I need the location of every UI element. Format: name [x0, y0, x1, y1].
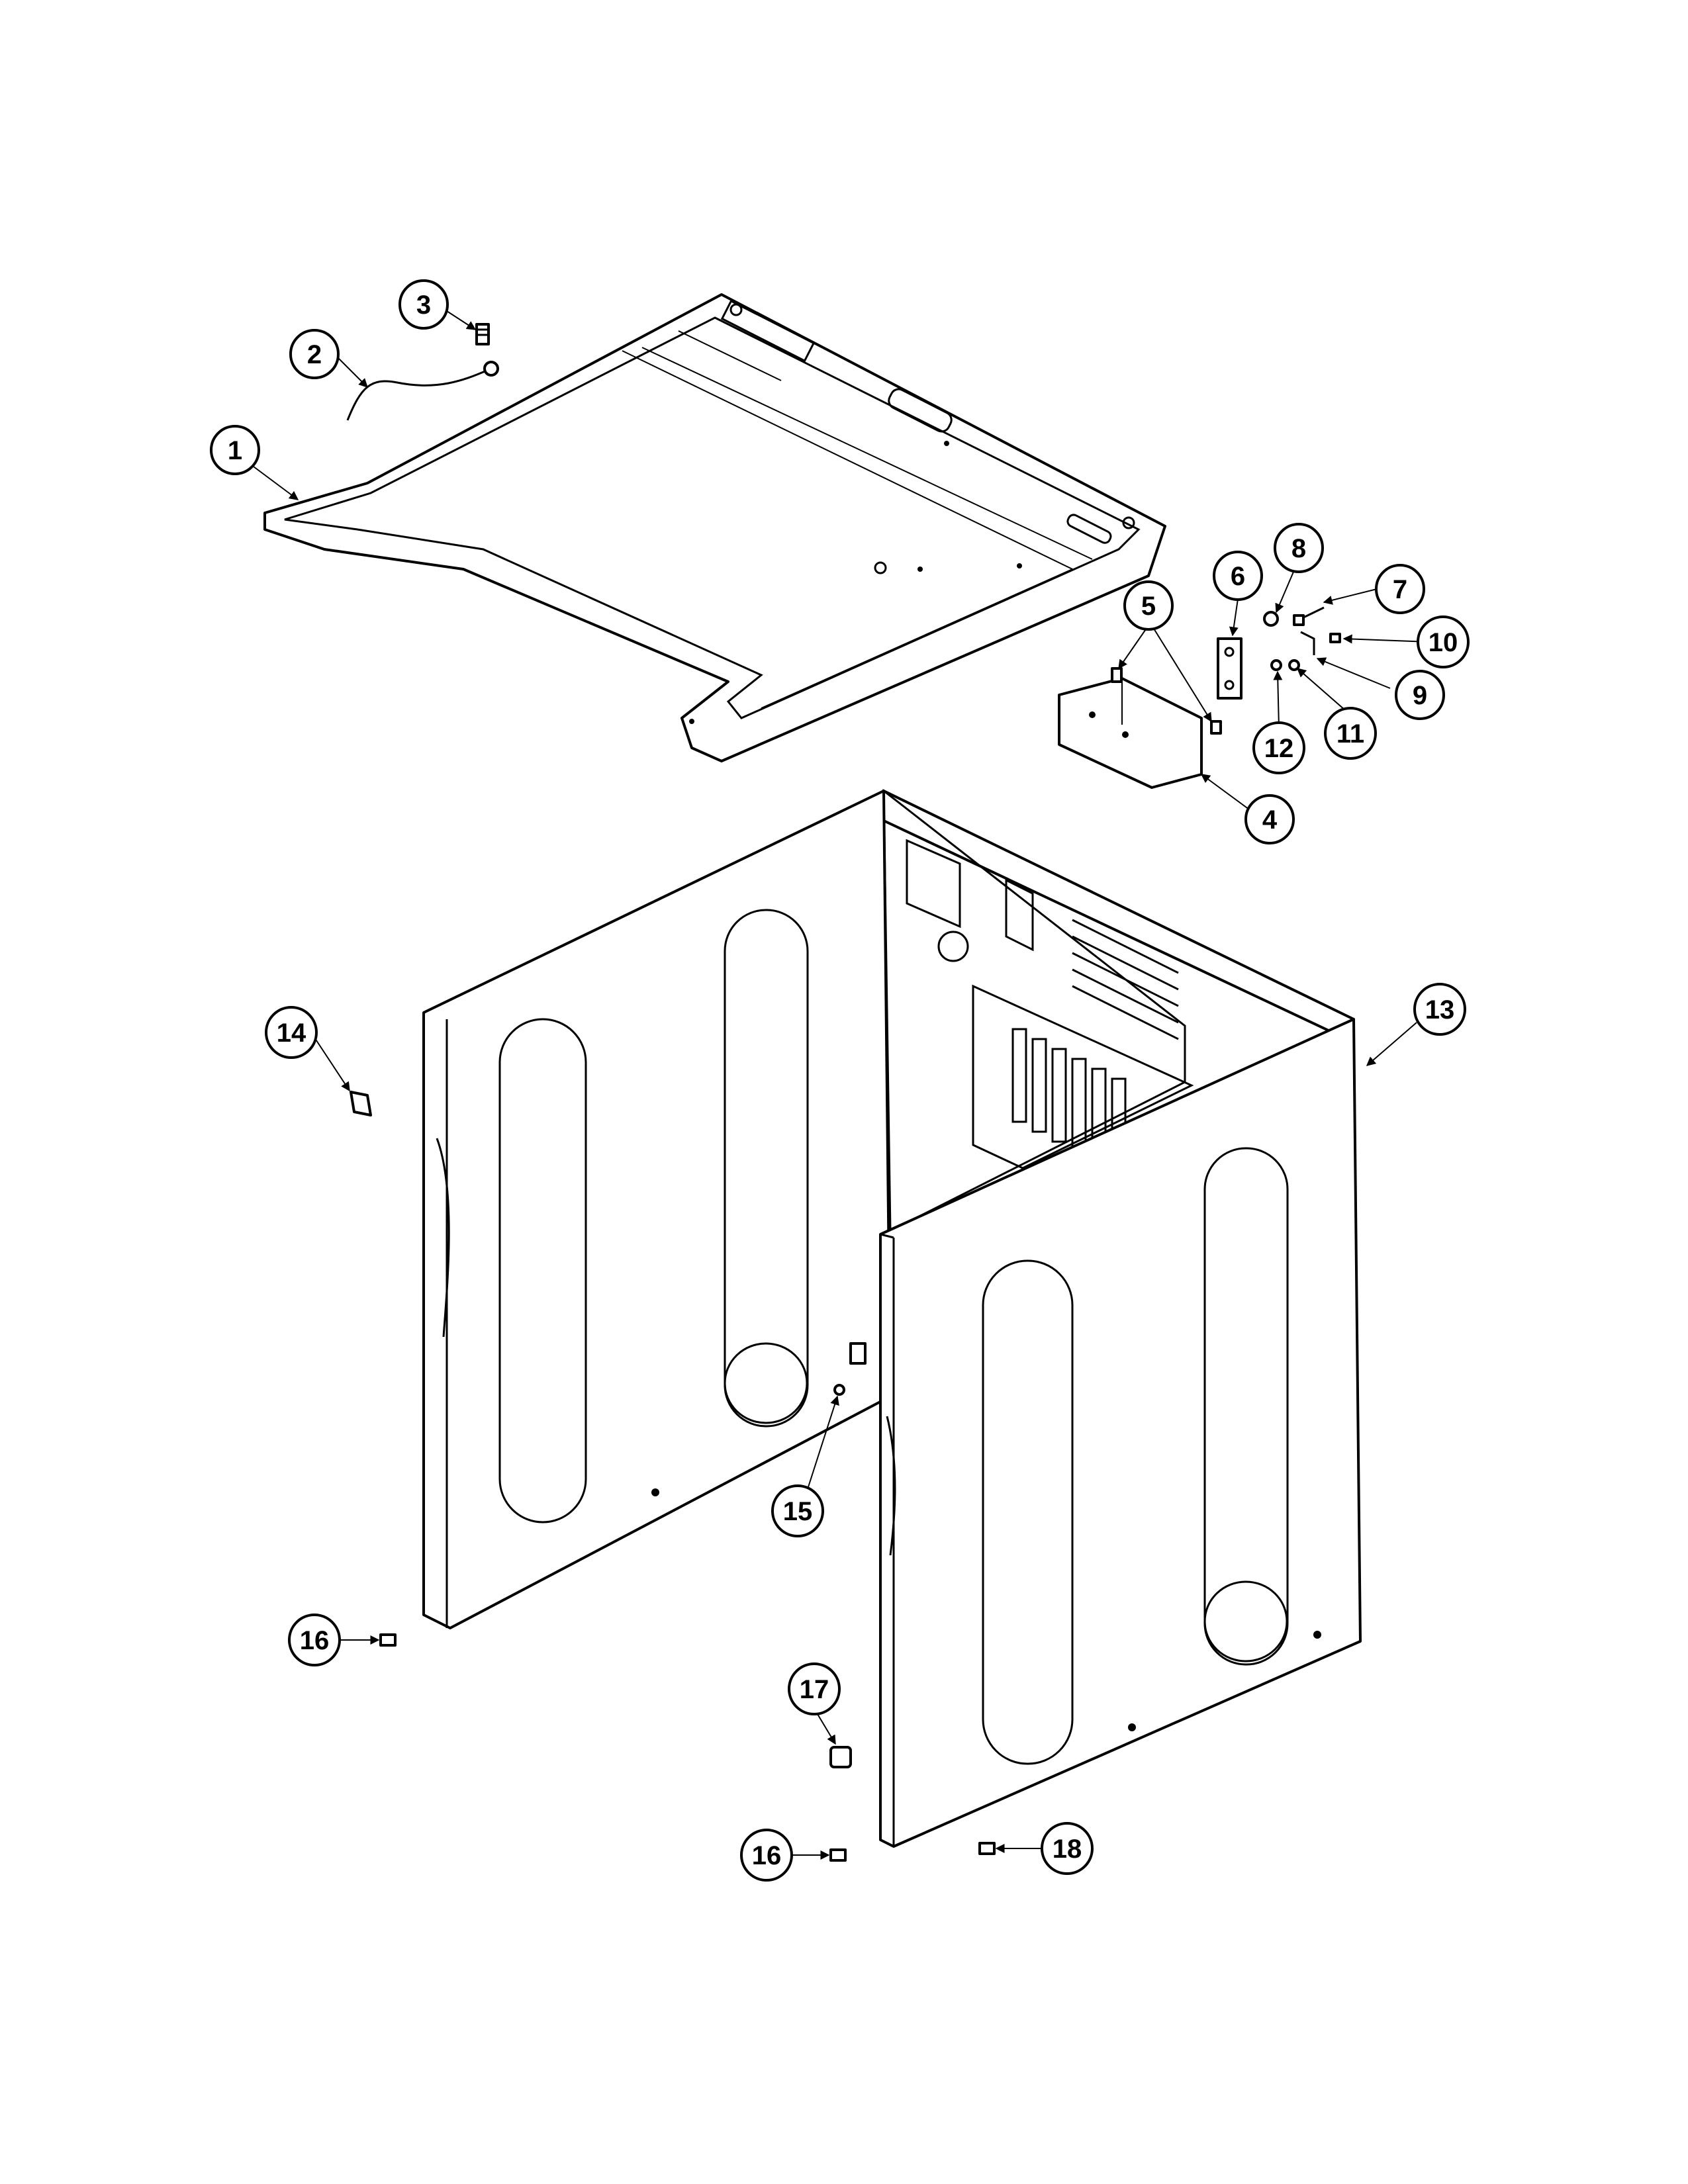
glide-part-17: [829, 1746, 852, 1768]
callout-number: 18: [1053, 1835, 1082, 1864]
small-hardware: [1111, 606, 1341, 735]
callout-9: 9: [1395, 670, 1445, 720]
clip-part-15: [833, 1342, 867, 1396]
callout-number: 12: [1264, 734, 1294, 763]
callout-number: 2: [307, 340, 322, 369]
callout-number: 17: [800, 1675, 829, 1704]
callout-number: 4: [1262, 805, 1278, 835]
callout-number: 7: [1393, 575, 1407, 604]
hinge: [1217, 637, 1243, 700]
callout-18: 18: [1041, 1822, 1094, 1875]
callout-number: 11: [1336, 719, 1364, 749]
callout-14: 14: [265, 1006, 318, 1059]
callout-4: 4: [1244, 794, 1295, 844]
callout-number: 6: [1231, 562, 1245, 591]
callout-number: 1: [228, 436, 242, 465]
callout-6: 6: [1213, 551, 1263, 601]
callout-number: 13: [1425, 995, 1455, 1024]
callout-number: 9: [1413, 681, 1427, 710]
callout-number: 5: [1141, 592, 1156, 621]
callout-number: 3: [416, 291, 431, 320]
hinge-bracket: [1058, 677, 1203, 789]
callout-number: 8: [1291, 534, 1306, 563]
callout-7: 7: [1375, 564, 1425, 614]
callout-number: 10: [1429, 628, 1458, 657]
callout-8: 8: [1274, 523, 1324, 573]
screw-part-3: [475, 323, 490, 345]
callout-12: 12: [1252, 721, 1305, 774]
top-panel: [263, 293, 1166, 762]
callout-number: 16: [300, 1626, 330, 1655]
callout-2: 2: [289, 329, 340, 379]
callout-1: 1: [210, 425, 260, 475]
screw-part-16a: [379, 1633, 397, 1647]
callout-13: 13: [1413, 983, 1466, 1036]
callout-number: 14: [277, 1019, 306, 1048]
screw-part-18: [978, 1842, 996, 1855]
callout-3: 3: [399, 279, 449, 330]
clip-part-14: [350, 1091, 372, 1116]
callout-5: 5: [1123, 580, 1174, 631]
callout-11: 11: [1324, 707, 1377, 760]
screw-part-16b: [829, 1848, 847, 1862]
cabinet: [422, 788, 1362, 1848]
callout-10: 10: [1417, 615, 1470, 668]
callout-16a: 16: [288, 1614, 341, 1666]
callout-15: 15: [771, 1484, 824, 1537]
callout-number: 16: [752, 1841, 782, 1870]
callout-16b: 16: [740, 1829, 793, 1882]
callout-number: 15: [783, 1497, 813, 1526]
callout-17: 17: [788, 1662, 841, 1715]
leader-lines: [253, 310, 1430, 1860]
ground-wire: [346, 361, 499, 421]
